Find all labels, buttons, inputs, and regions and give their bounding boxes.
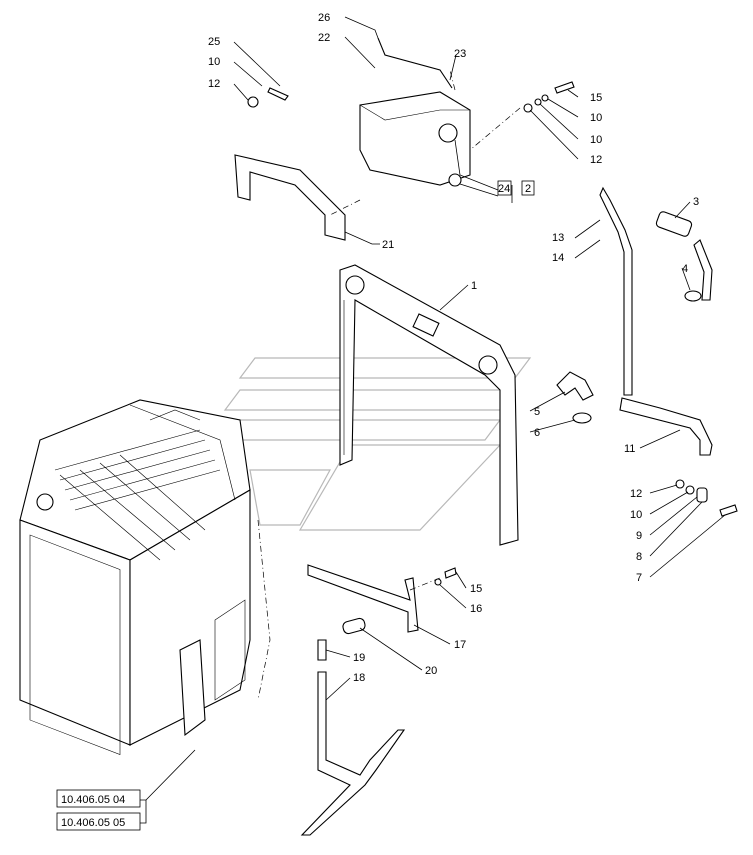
- bolt: [267, 87, 289, 101]
- callout-23: 23: [454, 48, 466, 60]
- washer: [534, 98, 542, 106]
- spacer-20: [342, 617, 366, 635]
- radiator-assembly: [19, 399, 251, 755]
- callout-21: 21: [382, 239, 394, 251]
- callout-labels: 26 22 23 25 10 12 15 10 10 12 24 2 21 3 …: [208, 12, 699, 684]
- pipe-13: [599, 186, 633, 396]
- hose-5: [556, 371, 594, 401]
- tank-bracket: [234, 154, 346, 241]
- reference-box[interactable]: [56, 812, 141, 831]
- callout-11: 11: [624, 443, 635, 455]
- callout-18: 18: [353, 672, 365, 684]
- callout-5: 5: [534, 406, 540, 418]
- pipe-11: [619, 397, 713, 456]
- reference-box[interactable]: [56, 789, 141, 808]
- pipe-18: [300, 671, 406, 836]
- callout-3: 3: [693, 196, 699, 208]
- callout-16: 16: [470, 603, 482, 615]
- clamp-6: [572, 412, 592, 424]
- callout-25: 25: [208, 36, 220, 48]
- hose-3: [655, 211, 693, 237]
- callout-17: 17: [454, 639, 466, 651]
- callout-20: 20: [425, 665, 437, 677]
- reference-links: 10.406.05 04 10.406.05 05: [56, 789, 141, 831]
- expansion-tank: [359, 91, 471, 187]
- nut: [247, 96, 259, 108]
- callout-10: 10: [208, 56, 220, 68]
- bolt-15: [554, 81, 575, 94]
- callout-10: 10: [590, 134, 602, 146]
- fitting-19: [317, 639, 327, 661]
- callout-7: 7: [636, 572, 642, 584]
- reference-link[interactable]: 10.406.05 04: [61, 794, 125, 806]
- callout-13: 13: [552, 232, 564, 244]
- callout-24: 24: [498, 183, 510, 195]
- bolt-7: [719, 504, 738, 517]
- clamp-9: [696, 487, 708, 503]
- washer: [541, 94, 549, 102]
- callout-1: 1: [471, 280, 477, 292]
- callout-8: 8: [636, 551, 642, 563]
- clamp-4: [684, 290, 702, 302]
- callout-12: 12: [208, 78, 220, 90]
- callout-6: 6: [534, 427, 540, 439]
- callout-15: 15: [590, 92, 602, 104]
- leader-lines: [140, 16, 726, 824]
- callout-24-box: [497, 180, 512, 196]
- callout-10: 10: [630, 509, 642, 521]
- reference-link[interactable]: 10.406.05 05: [61, 817, 125, 829]
- nut-12: [675, 479, 685, 489]
- callout-26: 26: [318, 12, 330, 24]
- callout-ref-2: 2: [525, 183, 531, 195]
- callout-19: 19: [353, 652, 365, 664]
- callout-14: 14: [552, 252, 564, 264]
- callout-ref-box: [521, 180, 535, 196]
- bolt-15b: [444, 567, 457, 579]
- watermark-logo: [208, 357, 532, 531]
- callout-12: 12: [630, 488, 642, 500]
- hose-3b: [693, 239, 713, 301]
- bracket-17: [307, 564, 419, 633]
- callout-22: 22: [318, 32, 330, 44]
- callout-4: 4: [682, 263, 688, 275]
- callout-12: 12: [590, 154, 602, 166]
- callout-9: 9: [636, 530, 642, 542]
- callout-15: 15: [470, 583, 482, 595]
- radiator-frame: [339, 264, 519, 546]
- vent-hose: [377, 37, 453, 89]
- callout-10: 10: [590, 112, 602, 124]
